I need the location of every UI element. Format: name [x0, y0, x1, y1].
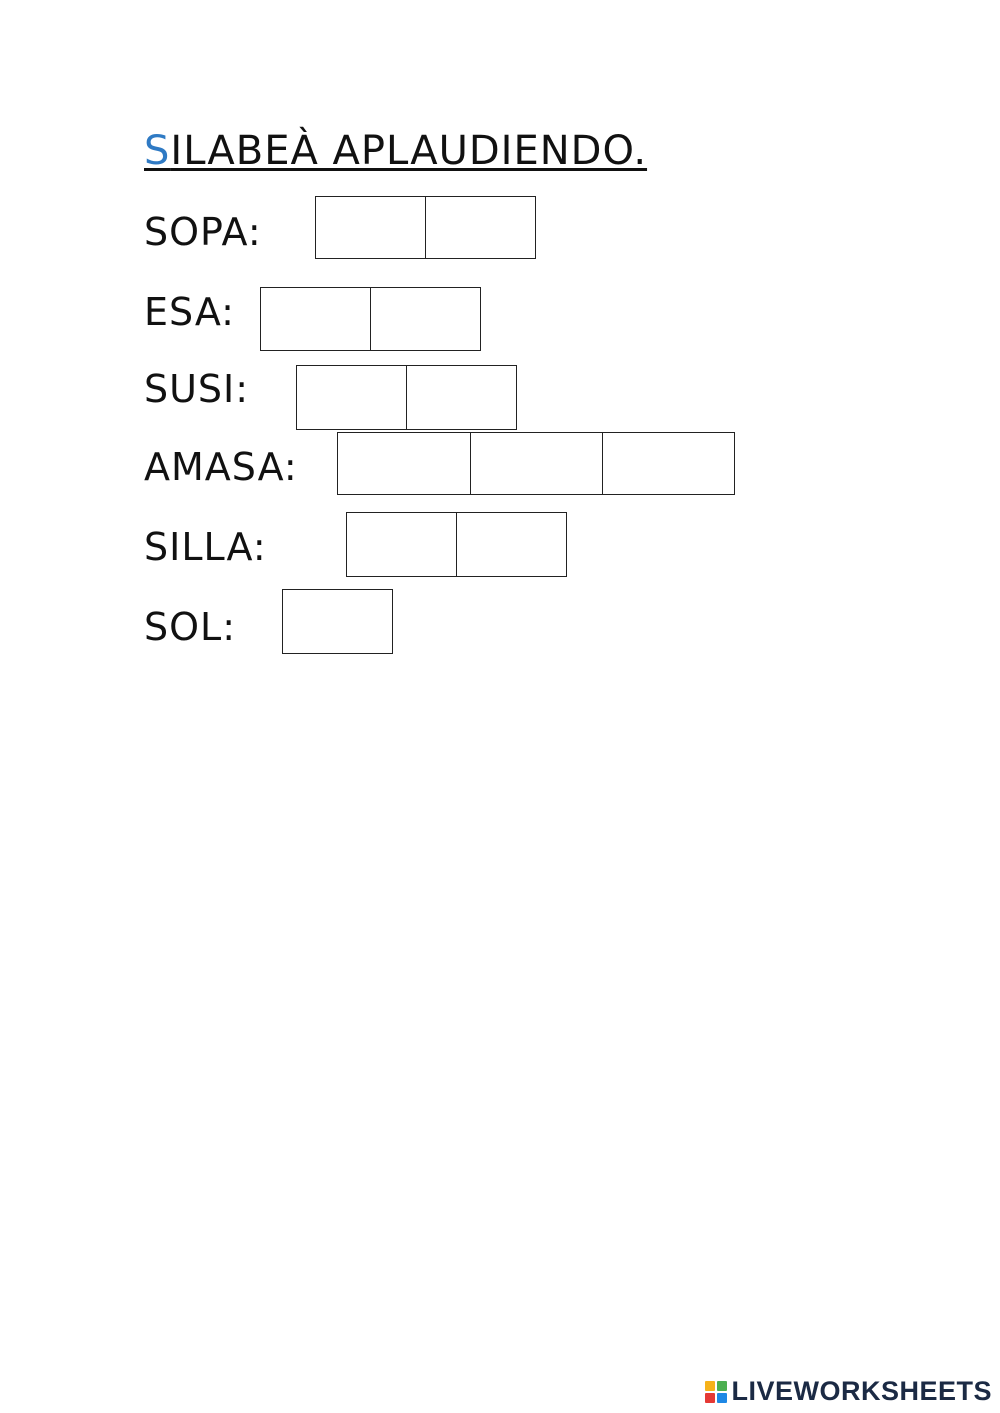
- word-label-sopa: SOPA:: [144, 210, 262, 254]
- worksheet-title: SILABEÀ APLAUDIENDO.: [144, 126, 647, 176]
- syllable-box[interactable]: [426, 196, 536, 259]
- liveworksheets-footer: LIVEWORKSHEETS: [705, 1376, 992, 1407]
- logo-square: [705, 1380, 716, 1391]
- logo-square: [705, 1392, 716, 1403]
- liveworksheets-logo-icon: [705, 1380, 728, 1403]
- logo-square: [717, 1392, 728, 1403]
- syllable-boxes-silla: [346, 512, 567, 577]
- word-label-sol: SOL:: [144, 605, 237, 649]
- title-first-letter: S: [144, 128, 171, 174]
- syllable-boxes-amasa: [337, 432, 735, 495]
- syllable-box[interactable]: [457, 512, 567, 577]
- word-label-amasa: AMASA:: [144, 445, 298, 489]
- word-label-silla: SILLA:: [144, 525, 267, 569]
- title-rest: ILABEÀ APLAUDIENDO.: [170, 128, 648, 174]
- syllable-boxes-sopa: [315, 196, 536, 259]
- syllable-boxes-susi: [296, 365, 517, 430]
- syllable-box[interactable]: [371, 287, 481, 351]
- syllable-box[interactable]: [296, 365, 407, 430]
- syllable-box[interactable]: [407, 365, 517, 430]
- syllable-box[interactable]: [346, 512, 457, 577]
- word-label-susi: SUSI:: [144, 367, 250, 411]
- brand-name: LIVEWORKSHEETS: [731, 1376, 992, 1406]
- syllable-boxes-sol: [282, 589, 393, 654]
- syllable-box[interactable]: [603, 432, 735, 495]
- syllable-boxes-esa: [260, 287, 481, 351]
- syllable-box[interactable]: [315, 196, 426, 259]
- word-label-esa: ESA:: [144, 290, 235, 334]
- logo-square: [717, 1380, 728, 1391]
- syllable-box[interactable]: [337, 432, 471, 495]
- syllable-box[interactable]: [260, 287, 371, 351]
- syllable-box[interactable]: [282, 589, 393, 654]
- syllable-box[interactable]: [471, 432, 603, 495]
